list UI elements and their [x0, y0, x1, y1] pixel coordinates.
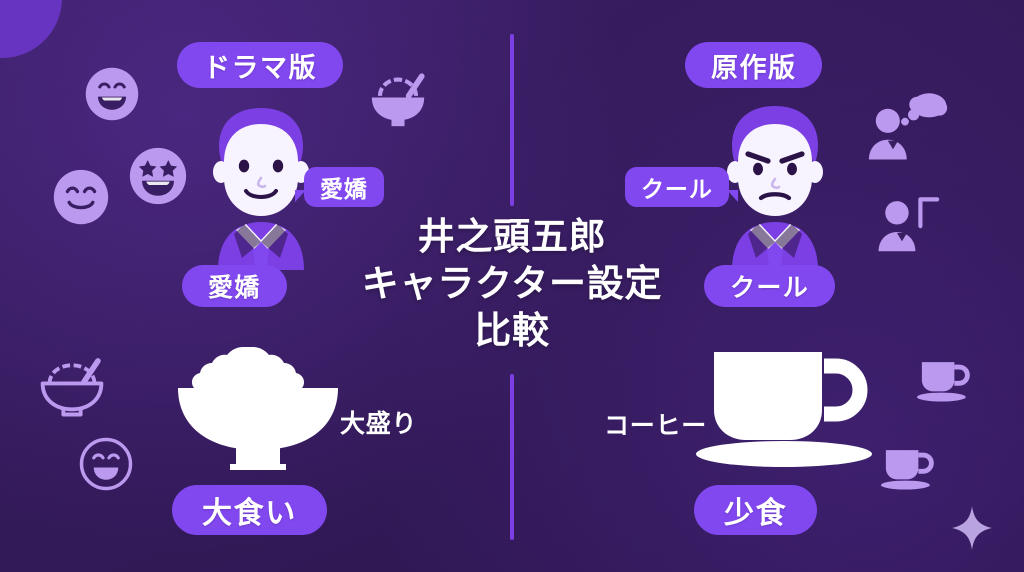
right-food-label: コーヒー: [604, 411, 708, 440]
heaped-rice-bowl-icon: [168, 330, 348, 470]
grinning-face-outline-icon: [78, 436, 134, 492]
coffee-cup-icon: [690, 336, 878, 476]
smiling-businessman-icon: [186, 100, 336, 270]
teacup-saucer-icon: [876, 442, 938, 494]
right-footer-badge: 少食: [694, 485, 818, 535]
page-title-line-3: 比較: [474, 308, 550, 352]
person-thought-bubble-icon: [862, 92, 948, 172]
left-trait-bubble: 愛嬌: [295, 167, 384, 207]
grinning-face-icon: [84, 66, 140, 122]
teacup-saucer-icon: [912, 354, 974, 406]
divider-top: [510, 34, 514, 206]
rice-bowl-outline-icon: [34, 352, 110, 420]
left-trait-badge: 愛嬌: [182, 265, 287, 307]
left-footer-badge: 大食い: [172, 485, 327, 535]
page-title-line-1: 井之頭五郎: [417, 215, 607, 258]
left-header-badge: ドラマ版: [177, 42, 343, 88]
rice-bowl-icon: [362, 68, 434, 132]
page-title-line-2: キャラクター設定: [361, 261, 663, 305]
divider-bottom: [510, 374, 514, 540]
page-title: 井之頭五郎 キャラクター設定 比較: [362, 214, 662, 355]
right-trait-bubble: クール: [625, 167, 738, 207]
right-trait-badge: クール: [704, 265, 836, 307]
right-header-badge: 原作版: [685, 42, 823, 88]
star-struck-face-icon: [128, 146, 188, 206]
serious-businessman-icon: [700, 100, 850, 270]
smiling-face-icon: [52, 168, 110, 226]
left-food-label: 大盛り: [340, 409, 418, 438]
person-speech-bracket-icon: [868, 186, 946, 258]
decorative-blob-top-left: [0, 0, 62, 58]
four-point-sparkle-icon: [952, 506, 992, 550]
